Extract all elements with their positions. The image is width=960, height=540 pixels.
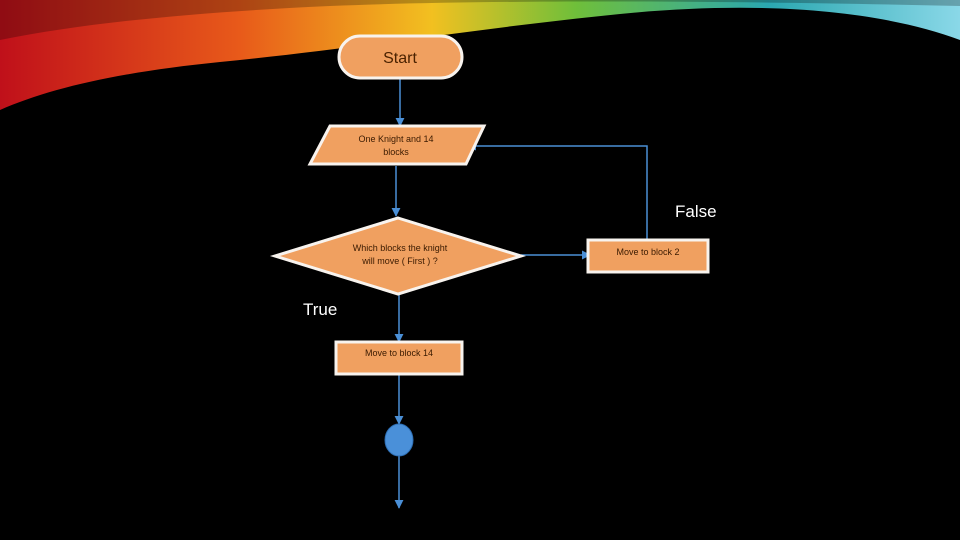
process-true-label: Move to block 14 (365, 348, 433, 358)
connector-loop-back (468, 146, 647, 240)
decision-label-line-2: will move ( First ) ? (361, 256, 438, 266)
decision-label-line-1: Which blocks the knight (353, 243, 448, 253)
false-label: False (675, 202, 717, 221)
process-false-node: Move to block 2 (588, 240, 708, 272)
decision-node: Which blocks the knight will move ( Firs… (275, 218, 521, 294)
process-true-node: Move to block 14 (336, 342, 462, 374)
input-label-line-2: blocks (383, 147, 409, 157)
start-node: Start (339, 36, 462, 78)
input-node: One Knight and 14 blocks (310, 126, 484, 164)
input-label-line-1: One Knight and 14 (358, 134, 433, 144)
start-label: Start (383, 50, 417, 67)
true-label: True (303, 300, 337, 319)
decorative-swoosh (0, 0, 960, 110)
connector-circle (385, 424, 413, 456)
process-false-label: Move to block 2 (616, 247, 679, 257)
